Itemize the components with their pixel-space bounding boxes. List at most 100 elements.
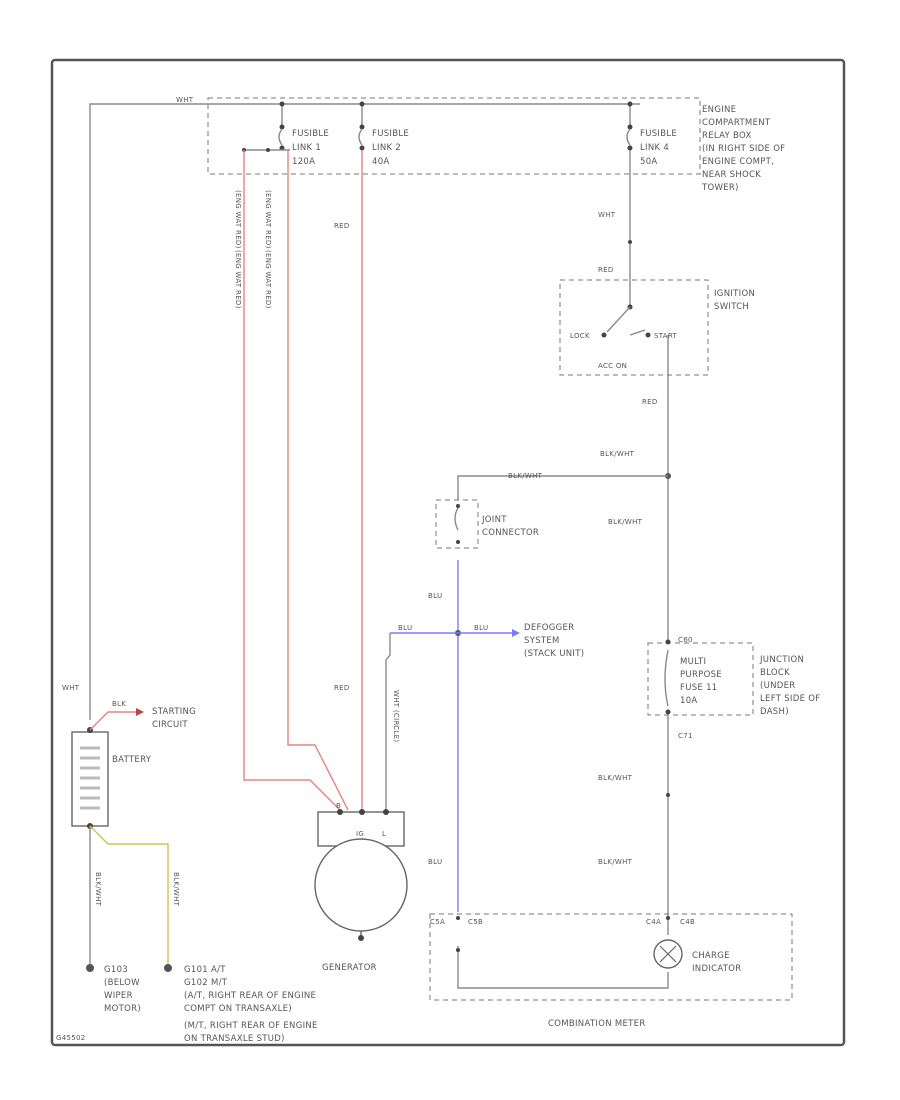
- fusible-link-2: FUSIBLE LINK 2 40A: [358, 101, 409, 167]
- relay-box-outline: [207, 97, 701, 175]
- svg-text:120A: 120A: [292, 157, 315, 167]
- fusible-link-4: FUSIBLE LINK 4 50A: [626, 101, 677, 167]
- fusible-link-1: FUSIBLE LINK 1 120A: [242, 101, 329, 167]
- svg-text:C5B: C5B: [468, 918, 483, 926]
- label-blk-starting: BLK: [112, 700, 126, 708]
- svg-text:G103: G103: [104, 965, 128, 975]
- svg-text:JOINT: JOINT: [481, 515, 507, 525]
- svg-text:C5A: C5A: [430, 918, 445, 926]
- svg-text:START: START: [654, 332, 678, 340]
- joint-connector: JOINT CONNECTOR: [454, 504, 539, 544]
- svg-text:SWITCH: SWITCH: [714, 302, 749, 312]
- combination-meter: C5A C5B C4A C4B CHARGE INDICATOR COMBINA…: [430, 916, 742, 1029]
- defogger-label: DEFOGGER SYSTEM (STACK UNIT): [524, 623, 584, 659]
- svg-text:INDICATOR: INDICATOR: [692, 964, 742, 974]
- svg-text:SYSTEM: SYSTEM: [524, 636, 560, 646]
- label-red-ign-top: RED: [598, 266, 614, 274]
- generator: B IG L GENERATOR: [314, 802, 408, 973]
- label-wht-top: WHT: [176, 96, 194, 104]
- g103-label: G103 (BELOW WIPER MOTOR): [104, 965, 141, 1014]
- combination-meter-outline: [429, 913, 793, 1001]
- svg-text:LINK 4: LINK 4: [640, 143, 669, 153]
- svg-text:C60: C60: [678, 636, 693, 644]
- ignition-switch-outline: [559, 279, 709, 376]
- label-blk-wht-2: BLK/WHT: [508, 472, 543, 480]
- starting-circuit-label: STARTING CIRCUIT: [152, 707, 196, 730]
- svg-text:COMBINATION METER: COMBINATION METER: [548, 1019, 646, 1029]
- svg-text:(IN RIGHT SIDE OF: (IN RIGHT SIDE OF: [702, 144, 785, 154]
- label-blu-3: BLU: [474, 624, 488, 632]
- label-wht-left: WHT: [62, 684, 80, 692]
- svg-text:ON TRANSAXLE STUD): ON TRANSAXLE STUD): [184, 1034, 285, 1044]
- svg-text:BLOCK: BLOCK: [760, 668, 790, 678]
- wire-blk-wht-branch: [457, 475, 668, 500]
- svg-text:FUSE 11: FUSE 11: [680, 683, 718, 693]
- svg-text:FUSIBLE: FUSIBLE: [640, 129, 677, 139]
- svg-text:MULTI: MULTI: [680, 657, 706, 667]
- label-red-ign-bot: RED: [642, 398, 658, 406]
- joint-connector-outline: [435, 499, 479, 549]
- wire-gnd-right: [89, 825, 169, 966]
- svg-text:RED: RED: [334, 684, 350, 692]
- svg-text:L: L: [382, 830, 386, 838]
- svg-text:PURPOSE: PURPOSE: [680, 670, 722, 680]
- wire-blk-starting: [89, 711, 136, 731]
- svg-text:GENERATOR: GENERATOR: [322, 963, 377, 973]
- svg-text:G102 M/T: G102 M/T: [184, 978, 228, 988]
- junction-block-label: JUNCTION BLOCK (UNDER LEFT SIDE OF DASH): [759, 655, 820, 717]
- label-blk-wht-4: BLK/WHT: [598, 774, 633, 782]
- svg-text:(BELOW: (BELOW: [104, 978, 140, 988]
- ground-g101: [164, 964, 172, 972]
- svg-text:ACC ON: ACC ON: [598, 362, 627, 370]
- multi-purpose-fuse: C60 C71 MULTI PURPOSE FUSE 11 10A: [664, 636, 722, 740]
- svg-text:(M/T, RIGHT REAR OF ENGINE: (M/T, RIGHT REAR OF ENGINE: [184, 1021, 318, 1031]
- svg-text:CONNECTOR: CONNECTOR: [482, 528, 539, 538]
- svg-text:COMPARTMENT: COMPARTMENT: [702, 118, 771, 128]
- relay-box-label: ENGINE COMPARTMENT RELAY BOX (IN RIGHT S…: [701, 105, 785, 193]
- label-wht-circle: WHT (CIRCLE): [392, 690, 400, 742]
- svg-text:CIRCUIT: CIRCUIT: [152, 720, 188, 730]
- label-blk-wht-1: BLK/WHT: [600, 450, 635, 458]
- g101-label: G101 A/T G102 M/T (A/T, RIGHT REAR OF EN…: [184, 965, 318, 1044]
- label-blu-4: BLU: [428, 858, 442, 866]
- svg-text:MOTOR): MOTOR): [104, 1004, 141, 1014]
- svg-text:50A: 50A: [640, 157, 658, 167]
- label-gnd-left: BLK/WHT: [94, 872, 102, 907]
- diagram-frame: [50, 58, 846, 1047]
- svg-text:B: B: [336, 802, 341, 810]
- starting-arrow: [136, 708, 144, 716]
- junction-block-outline: [647, 642, 754, 716]
- svg-text:IG: IG: [356, 830, 364, 838]
- footer-code: G45502: [56, 1034, 86, 1042]
- svg-text:LOCK: LOCK: [570, 332, 590, 340]
- svg-text:TOWER): TOWER): [701, 183, 739, 193]
- svg-text:(UNDER: (UNDER: [760, 681, 796, 691]
- svg-text:LINK 2: LINK 2: [372, 143, 401, 153]
- charge-indicator-lamp: [653, 939, 683, 969]
- label-blu-2: BLU: [398, 624, 412, 632]
- ignition-switch: LOCK START ACC ON IGNITION SWITCH: [570, 244, 755, 418]
- wire-red-link1-a: [243, 150, 341, 811]
- svg-text:(ENG WAT RED): (ENG WAT RED): [264, 190, 272, 249]
- svg-text:COMPT ON TRANSAXLE): COMPT ON TRANSAXLE): [184, 1004, 292, 1014]
- svg-text:RED: RED: [334, 222, 350, 230]
- svg-text:NEAR SHOCK: NEAR SHOCK: [702, 170, 761, 180]
- svg-text:FUSIBLE: FUSIBLE: [372, 129, 409, 139]
- svg-text:40A: 40A: [372, 157, 390, 167]
- battery: BATTERY: [71, 727, 152, 829]
- svg-text:DEFOGGER: DEFOGGER: [524, 623, 574, 633]
- svg-text:G101 A/T: G101 A/T: [184, 965, 226, 975]
- svg-text:BATTERY: BATTERY: [112, 755, 152, 765]
- svg-text:LINK 1: LINK 1: [292, 143, 321, 153]
- svg-text:ENGINE: ENGINE: [702, 105, 736, 115]
- svg-text:ENGINE COMPT,: ENGINE COMPT,: [702, 157, 774, 167]
- ground-g103: [86, 964, 94, 972]
- svg-text:IGNITION: IGNITION: [714, 289, 755, 299]
- svg-text:FUSIBLE: FUSIBLE: [292, 129, 329, 139]
- svg-text:(ENG WAT RED): (ENG WAT RED): [234, 190, 242, 249]
- label-blk-wht-5: BLK/WHT: [598, 858, 633, 866]
- wire-wht-top: [89, 103, 640, 720]
- svg-text:RELAY BOX: RELAY BOX: [702, 131, 752, 141]
- svg-text:(ENG WAT RED): (ENG WAT RED): [234, 250, 242, 309]
- svg-text:(ENG WAT RED): (ENG WAT RED): [264, 250, 272, 309]
